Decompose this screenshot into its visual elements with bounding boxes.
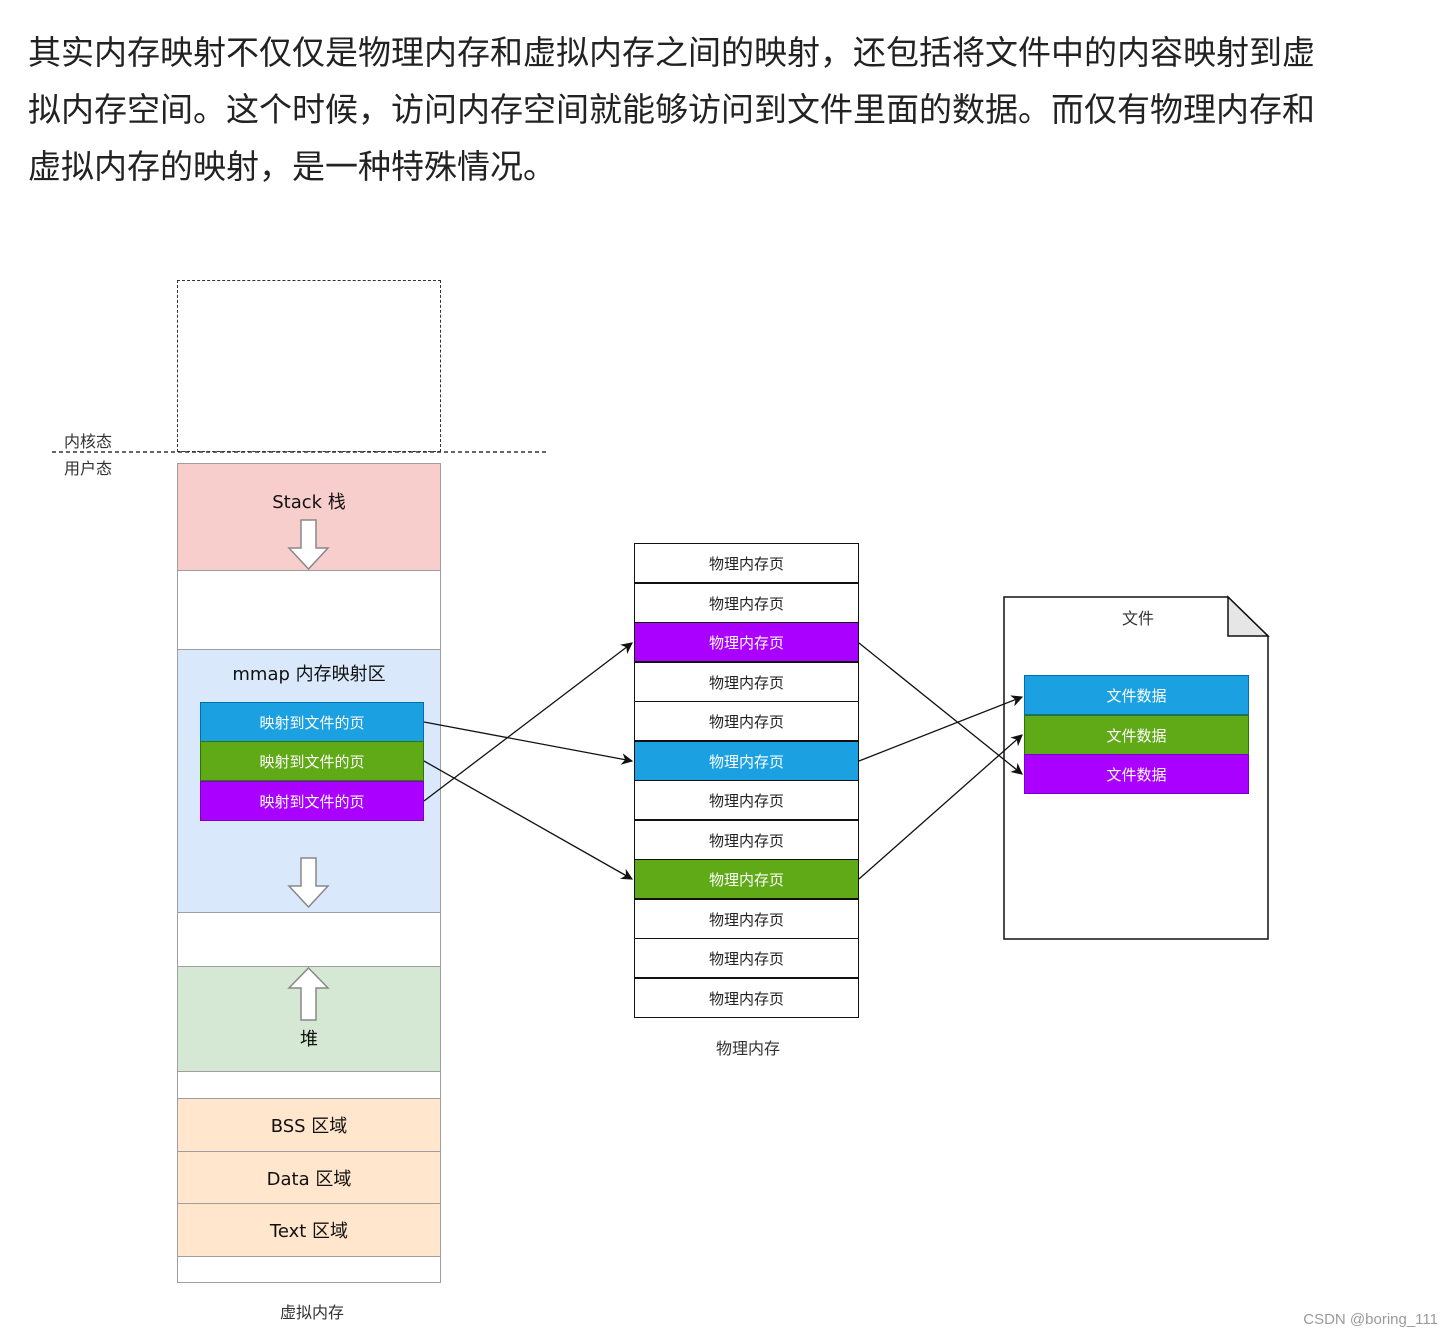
physical-page-green: 物理内存页 <box>634 859 859 899</box>
physical-page: 物理内存页 <box>634 701 859 741</box>
stack-label: Stack 栈 <box>272 492 346 513</box>
file-fold-corner <box>1227 595 1270 637</box>
file-data-block: 文件数据 <box>1024 675 1249 715</box>
stack-grow-down-arrow <box>287 519 330 571</box>
data-region: Data 区域 <box>177 1151 441 1204</box>
mapped-file-page: 映射到文件的页 <box>200 702 424 742</box>
physical-page: 物理内存页 <box>634 780 859 820</box>
mapped-file-page: 映射到文件的页 <box>200 741 424 781</box>
physical-page: 物理内存页 <box>634 938 859 978</box>
mmap-grow-down-arrow <box>287 857 330 909</box>
file-arrow-purple <box>858 642 1023 775</box>
bss-label: BSS 区域 <box>270 1116 348 1137</box>
virtual-memory-caption: 虚拟内存 <box>280 1303 345 1322</box>
mapped-file-page: 映射到文件的页 <box>200 781 424 821</box>
file-arrow-green <box>858 734 1023 880</box>
physical-page-blue: 物理内存页 <box>634 741 859 781</box>
physical-page-purple: 物理内存页 <box>634 622 859 662</box>
text-label: Text 区域 <box>269 1221 349 1242</box>
file-data-block: 文件数据 <box>1024 754 1249 794</box>
watermark: CSDN @boring_111 <box>1303 1311 1438 1328</box>
intro-paragraph: 其实内存映射不仅仅是物理内存和虚拟内存之间的映射，还包括将文件中的内容映射到虚拟… <box>28 33 1315 186</box>
mmap-label: mmap 内存映射区 <box>232 664 386 685</box>
kernel-mode-label: 内核态 <box>64 432 113 451</box>
text-region: Text 区域 <box>177 1203 441 1257</box>
physical-memory-caption: 物理内存 <box>716 1039 781 1058</box>
physical-page: 物理内存页 <box>634 978 859 1018</box>
kernel-space-region <box>177 280 441 452</box>
map-arrow-blue <box>423 721 634 765</box>
file-data-block: 文件数据 <box>1024 715 1249 755</box>
physical-page: 物理内存页 <box>634 543 859 583</box>
map-arrow-green <box>423 760 634 880</box>
file-arrow-blue <box>858 695 1024 762</box>
heap-label: 堆 <box>300 1029 318 1050</box>
user-mode-label: 用户态 <box>64 459 113 478</box>
map-arrow-purple <box>423 642 633 802</box>
heap-grow-up-arrow <box>287 966 330 1021</box>
file-document-outline <box>1003 596 1269 940</box>
bss-region: BSS 区域 <box>177 1098 441 1152</box>
file-title: 文件 <box>1122 609 1155 628</box>
data-label: Data 区域 <box>266 1168 352 1190</box>
